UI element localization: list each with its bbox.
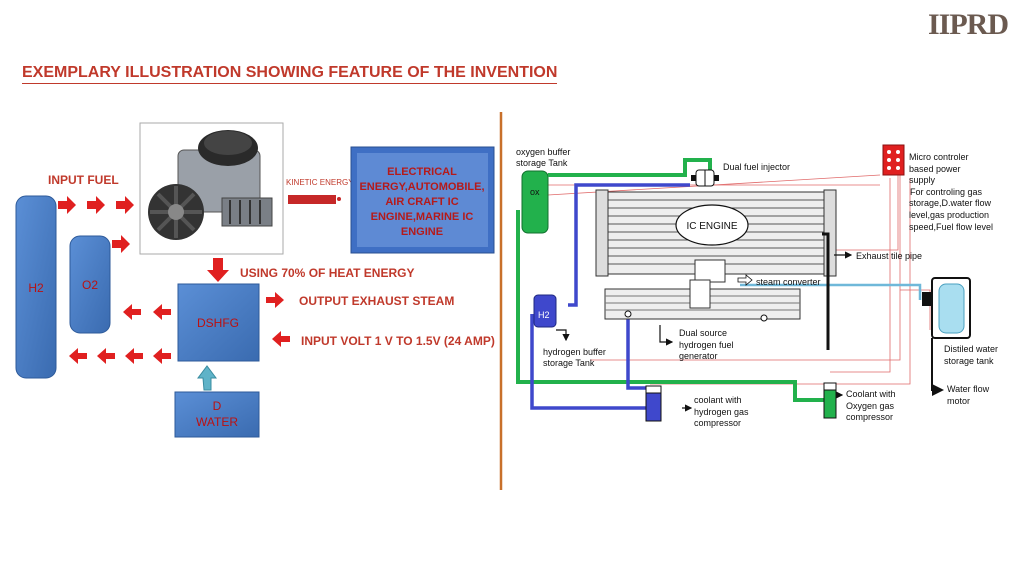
- input-fuel-label: INPUT FUEL: [48, 173, 119, 187]
- electrical-line-3: AIR CRAFT IC: [385, 196, 458, 208]
- steam-converter-label: steam converter: [756, 277, 821, 287]
- coolant-o2-line-2: Oxygen gas: [846, 401, 895, 411]
- output-exhaust-label: OUTPUT EXHAUST STEAM: [299, 294, 454, 308]
- coolant-h2-line-3: compressor: [694, 418, 741, 428]
- kinetic-energy-label: KINETIC ENERGY: [286, 178, 354, 187]
- coolant-h2-line-2: hydrogen gas: [694, 407, 749, 417]
- return-arrows-h2: [69, 348, 171, 364]
- input-volt-label: INPUT VOLT 1 V TO 1.5V (24 AMP): [301, 334, 495, 348]
- dual-fuel-injector-label: Dual fuel injector: [723, 162, 790, 172]
- micro-controller-line-2: based power: [909, 164, 961, 174]
- page-title: EXEMPLARY ILLUSTRATION SHOWING FEATURE O…: [22, 64, 558, 84]
- d-water-box: D WATER: [174, 391, 260, 438]
- dual-source-line-3: generator: [679, 351, 718, 361]
- water-pipe: [740, 283, 922, 300]
- oxygen-buffer-tank: ox: [521, 170, 549, 234]
- electrical-line-4: ENGINE,MARINE IC: [371, 211, 474, 223]
- water-flow-arrow: [931, 338, 944, 396]
- exhaust-pipe: [822, 232, 830, 350]
- micro-controller-line-1: Micro controler: [909, 152, 969, 162]
- steam-converter-arrow: [737, 274, 753, 286]
- input-volt-arrow: [272, 331, 290, 347]
- hydrogen-pipes: [530, 183, 690, 410]
- hydrogen-compressor: [645, 385, 662, 422]
- dual-source-line-1: Dual source: [679, 328, 727, 338]
- o2-tank-label: O2: [82, 278, 98, 292]
- distilled-water-tank: [922, 277, 971, 339]
- d-water-arrow: [197, 365, 217, 391]
- oxygen-buffer-line-2: storage Tank: [516, 158, 568, 168]
- oxygen-pipes: [516, 158, 828, 402]
- heat-arrow: [207, 258, 229, 282]
- micro-controller-line-5: storage,D.water flow: [909, 198, 992, 208]
- d-water-line-2: WATER: [196, 415, 238, 429]
- ox-label: ox: [530, 187, 540, 197]
- o2-tank: O2: [69, 235, 111, 334]
- hydrogen-buffer-line-1: hydrogen buffer: [543, 347, 606, 357]
- micro-controller-line-7: speed,Fuel flow level: [909, 222, 993, 232]
- dual-source-line-2: hydrogen fuel: [679, 340, 734, 350]
- electrical-line-2: ENERGY,AUTOMOBILE,: [359, 181, 484, 193]
- electrical-line-1: ELECTRICAL: [387, 166, 457, 178]
- kinetic-energy-dot: [337, 197, 341, 201]
- micro-controller: [882, 144, 905, 176]
- kinetic-energy-bar: [288, 195, 336, 204]
- exhaust-pipe-label: Exhaust tile pipe: [856, 251, 922, 261]
- distilled-water-line-2: storage tank: [944, 356, 994, 366]
- electrical-energy-box: ELECTRICAL ENERGY,AUTOMOBILE, AIR CRAFT …: [350, 146, 495, 254]
- hydrogen-buffer-line-2: storage Tank: [543, 358, 595, 368]
- h2-tank: H2: [15, 195, 57, 379]
- dshfg-label: DSHFG: [197, 316, 239, 330]
- engine-illustration: [139, 122, 284, 255]
- micro-controller-line-6: level,gas production: [909, 210, 989, 220]
- ic-engine: IC ENGINE: [595, 189, 837, 283]
- micro-controller-line-4: For controling gas: [910, 187, 983, 197]
- dshfg-box: DSHFG: [177, 283, 260, 362]
- micro-controller-line-3: supply: [909, 175, 936, 185]
- coolant-o2-line-3: compressor: [846, 412, 893, 422]
- logo: IIPRD: [928, 8, 1009, 41]
- output-exhaust-arrow: [266, 292, 284, 308]
- hydrogen-generator: [604, 279, 801, 322]
- water-flow-motor-line-2: motor: [947, 396, 970, 406]
- h2-tank-label: H2: [28, 281, 44, 295]
- dual-source-arrow: [659, 325, 674, 346]
- coolant-h2-line-1: coolant with: [694, 395, 742, 405]
- left-diagram: H2 O2 INPUT FUEL: [15, 122, 495, 438]
- hydrogen-buffer-tank: H2: [533, 294, 557, 328]
- dual-fuel-injector: [691, 169, 719, 187]
- oxygen-compressor: [823, 382, 837, 419]
- electrical-line-5: ENGINE: [401, 226, 443, 238]
- d-water-line-1: D: [213, 399, 222, 413]
- hydrogen-buffer-arrow: [556, 329, 570, 342]
- distilled-water-line-1: Distiled water: [944, 344, 998, 354]
- heat-energy-label: USING 70% OF HEAT ENERGY: [240, 266, 414, 280]
- return-arrows-o2: [123, 304, 171, 320]
- right-diagram: ox oxygen buffer storage Tank Dual fuel …: [516, 144, 998, 428]
- water-flow-motor-line-1: Water flow: [947, 384, 990, 394]
- coolant-o2-line-1: Coolant with: [846, 389, 896, 399]
- oxygen-buffer-line-1: oxygen buffer: [516, 147, 570, 157]
- input-fuel-arrows: [58, 196, 134, 253]
- ic-engine-label: IC ENGINE: [686, 221, 737, 232]
- h2-buffer-label: H2: [538, 310, 550, 320]
